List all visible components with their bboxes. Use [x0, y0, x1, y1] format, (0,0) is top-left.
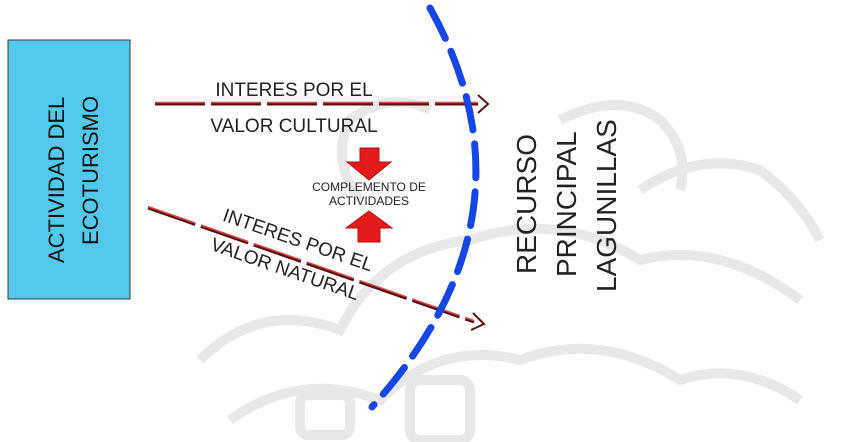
complement-group: COMPLEMENTO DE ACTIVIDADES [312, 147, 426, 243]
cultural-label-line2: VALOR CULTURAL [210, 116, 377, 137]
complement-label-line2: ACTIVIDADES [329, 194, 409, 208]
arrowhead-icon [470, 312, 486, 331]
up-arrow-icon [344, 210, 394, 243]
natural-interest-arrow: INTERES POR EL VALOR NATURAL [147, 205, 486, 331]
resource-line1: RECURSO [511, 134, 542, 274]
activity-box: ACTIVIDAD DEL ECOTURISMO [7, 39, 131, 300]
activity-box-rect [7, 39, 131, 300]
boundary-arc [368, 4, 480, 411]
resource-line2: PRINCIPAL [551, 131, 582, 277]
resource-line3: LAGUNILLAS [591, 119, 622, 292]
down-arrow-icon [345, 147, 393, 181]
activity-box-line1: ACTIVIDAD DEL [44, 97, 69, 263]
activity-box-line2: ECOTURISMO [78, 96, 103, 245]
complement-label-line1: COMPLEMENTO DE [312, 180, 426, 194]
cultural-interest-arrow: INTERES POR EL VALOR CULTURAL [155, 80, 490, 137]
resource-label: RECURSO PRINCIPAL LAGUNILLAS [511, 119, 622, 292]
cultural-label-line1: INTERES POR EL [215, 80, 372, 101]
arrowhead-icon [477, 94, 490, 114]
